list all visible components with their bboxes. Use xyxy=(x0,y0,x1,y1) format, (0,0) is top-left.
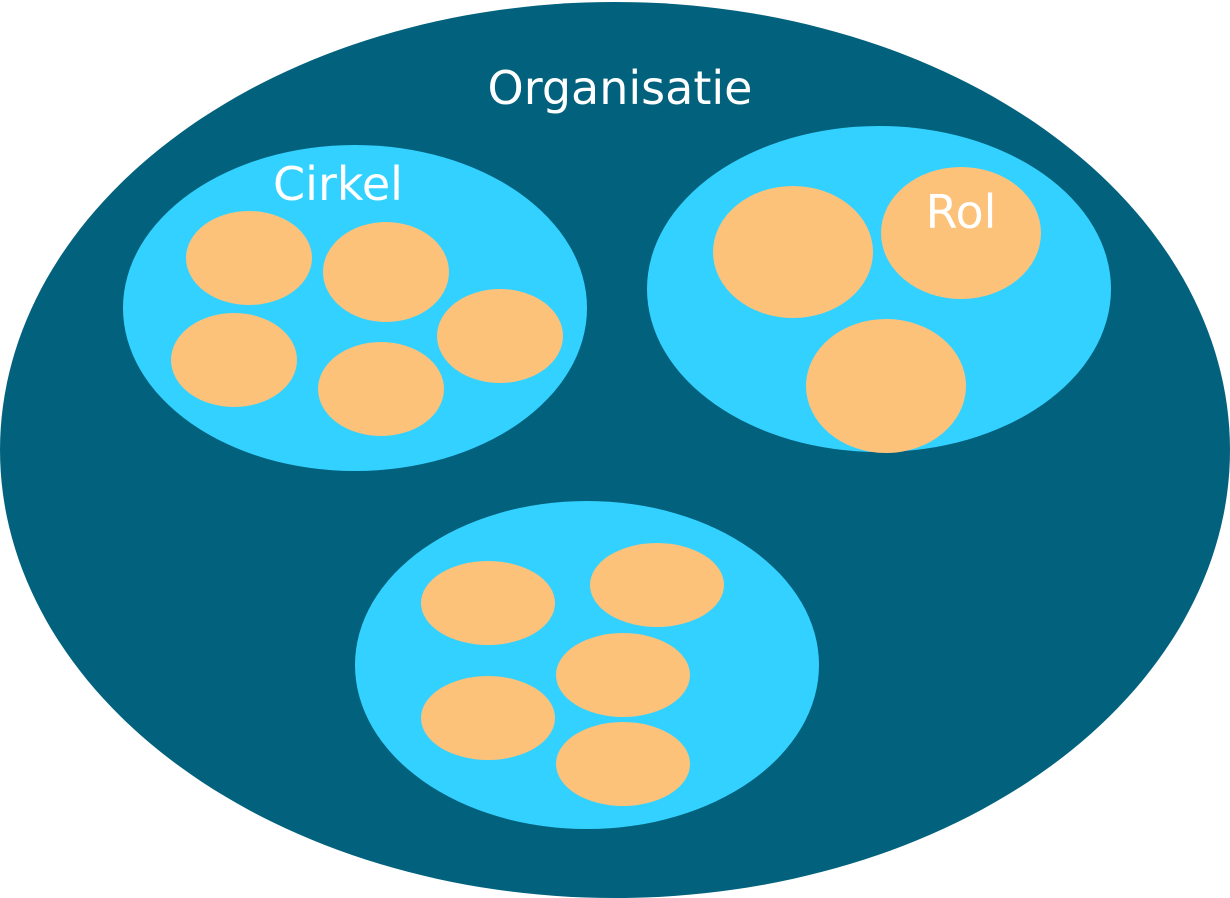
role-ellipse xyxy=(421,676,555,760)
role-ellipse xyxy=(881,167,1041,299)
role-ellipse xyxy=(421,561,555,645)
role-ellipse xyxy=(556,633,690,717)
role-ellipse xyxy=(590,543,724,627)
circle-group-1: Cirkel xyxy=(123,145,587,471)
role-label: Rol xyxy=(926,185,997,239)
role-ellipse xyxy=(713,186,873,318)
role-ellipse xyxy=(437,289,563,383)
circle-group-2: Rol xyxy=(647,126,1111,453)
organisation-label: Organisatie xyxy=(488,61,753,115)
circle-label: Cirkel xyxy=(273,157,403,211)
role-ellipse xyxy=(318,342,444,436)
circle-group-3 xyxy=(355,501,819,829)
role-ellipse xyxy=(806,319,966,453)
role-ellipse xyxy=(323,222,449,322)
role-ellipse xyxy=(171,313,297,407)
role-ellipse xyxy=(556,722,690,806)
role-ellipse xyxy=(186,211,312,305)
